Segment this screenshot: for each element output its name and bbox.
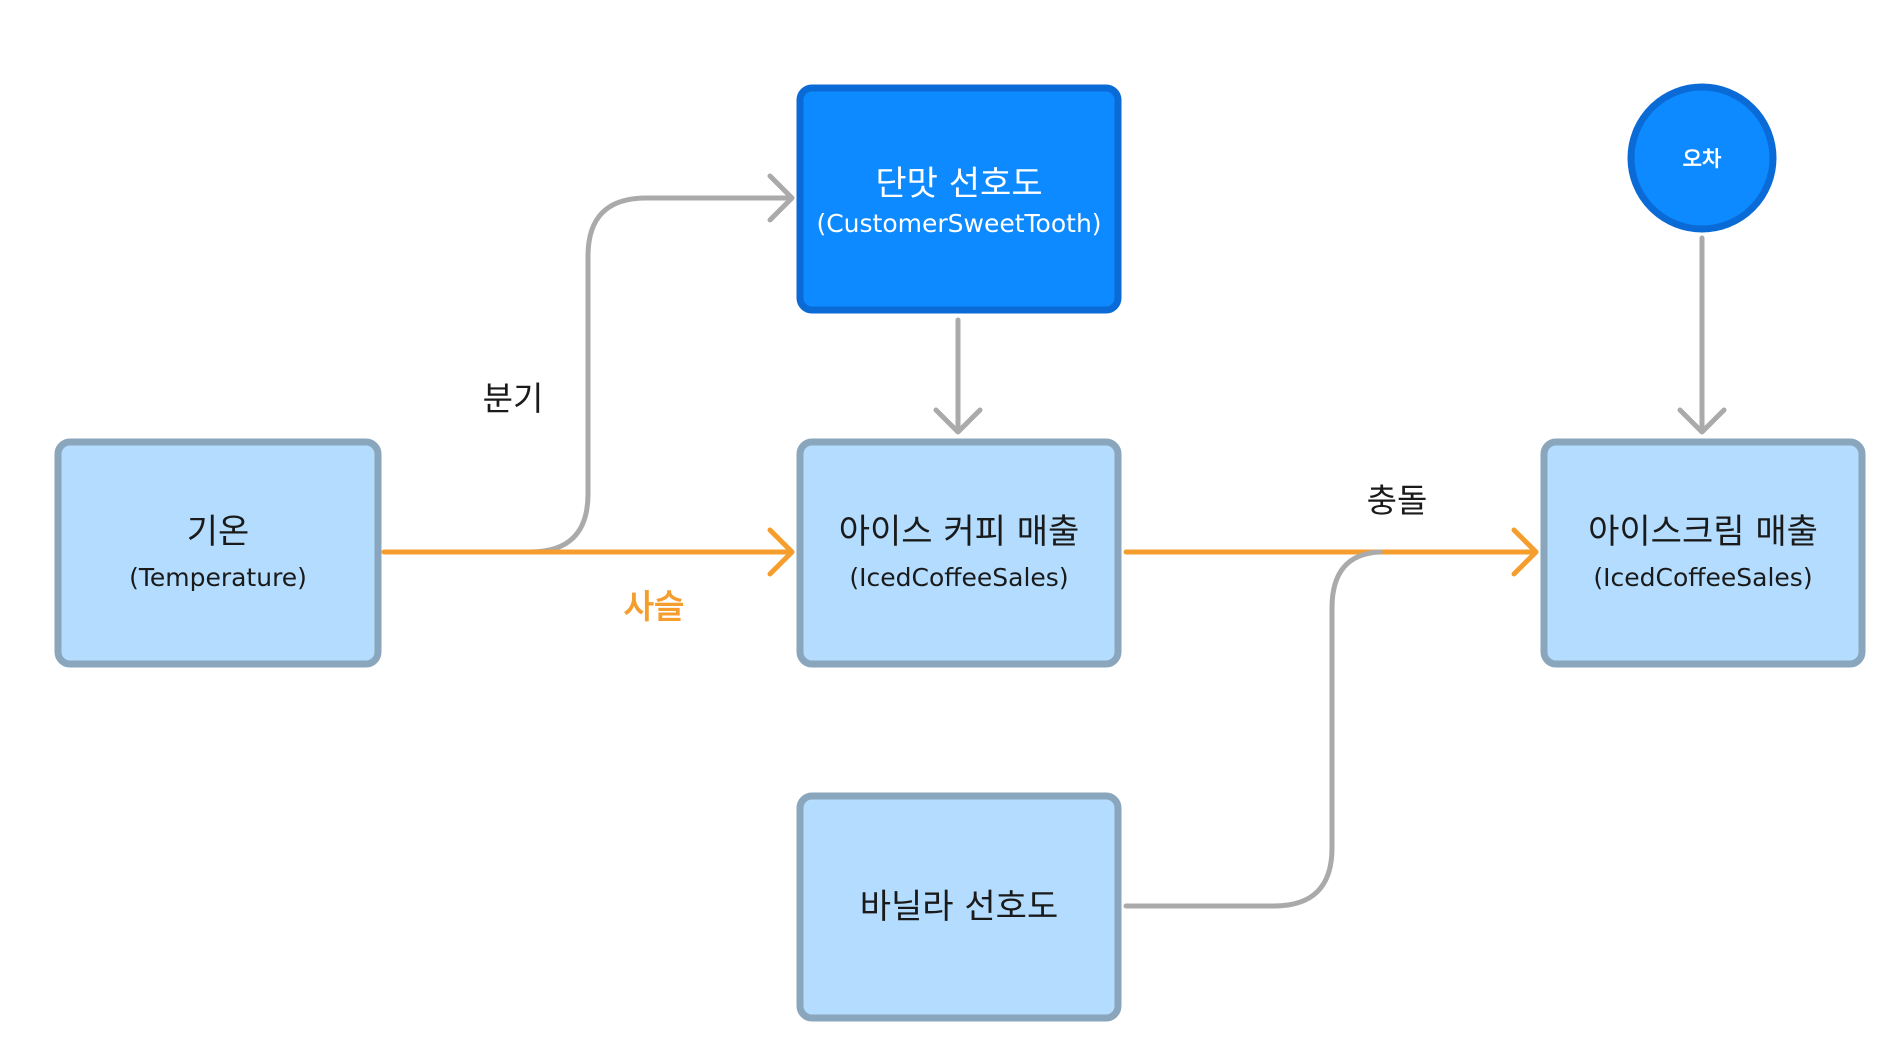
node-ice-cream-sales-title: 아이스크림 매출 xyxy=(1588,512,1818,552)
edge-vanilla-to-icecream xyxy=(1123,549,1383,909)
node-sweet-preference-title: 단맛 선호도 xyxy=(875,164,1042,204)
node-error-circle xyxy=(1627,83,1777,233)
node-error-label: 오차 xyxy=(1683,147,1722,171)
label-chain: 사슬 xyxy=(624,587,685,626)
edge-temperature-to-sweet xyxy=(527,195,793,555)
arrow-head-icecream xyxy=(1511,527,1539,577)
node-iced-coffee-sales-box xyxy=(796,438,1122,668)
node-vanilla-preference-box xyxy=(796,792,1122,1022)
arrow-head-coffee-top xyxy=(933,407,983,435)
node-vanilla-preference-title: 바닐라 선호도 xyxy=(860,887,1059,927)
node-temperature-title: 기온 xyxy=(187,512,250,552)
node-error[interactable]: 오차 xyxy=(1627,83,1777,233)
node-vanilla-preference[interactable]: 바닐라 선호도 xyxy=(796,792,1122,1022)
node-sweet-preference-box xyxy=(796,84,1122,314)
node-iced-coffee-sales[interactable]: 아이스 커피 매출 (IcedCoffeeSales) xyxy=(796,438,1122,668)
label-collider: 충돌 xyxy=(1367,481,1428,520)
node-ice-cream-sales[interactable]: 아이스크림 매출 (IcedCoffeeSales) xyxy=(1540,438,1866,668)
node-ice-cream-sales-box xyxy=(1540,438,1866,668)
node-iced-coffee-sales-title: 아이스 커피 매출 xyxy=(839,512,1080,552)
node-temperature-subtitle: (Temperature) xyxy=(129,563,307,592)
node-temperature[interactable]: 기온 (Temperature) xyxy=(54,438,382,668)
node-iced-coffee-sales-subtitle: (IcedCoffeeSales) xyxy=(849,563,1068,592)
node-temperature-box xyxy=(54,438,382,668)
node-sweet-preference[interactable]: 단맛 선호도 (CustomerSweetTooth) xyxy=(796,84,1122,314)
arrow-head-coffee xyxy=(767,527,795,577)
label-fork: 분기 xyxy=(483,379,544,418)
node-ice-cream-sales-subtitle: (IcedCoffeeSales) xyxy=(1593,563,1812,592)
arrow-head-sweet xyxy=(767,173,795,223)
arrow-head-icecream-top xyxy=(1677,407,1727,435)
node-sweet-preference-subtitle: (CustomerSweetTooth) xyxy=(816,209,1101,238)
